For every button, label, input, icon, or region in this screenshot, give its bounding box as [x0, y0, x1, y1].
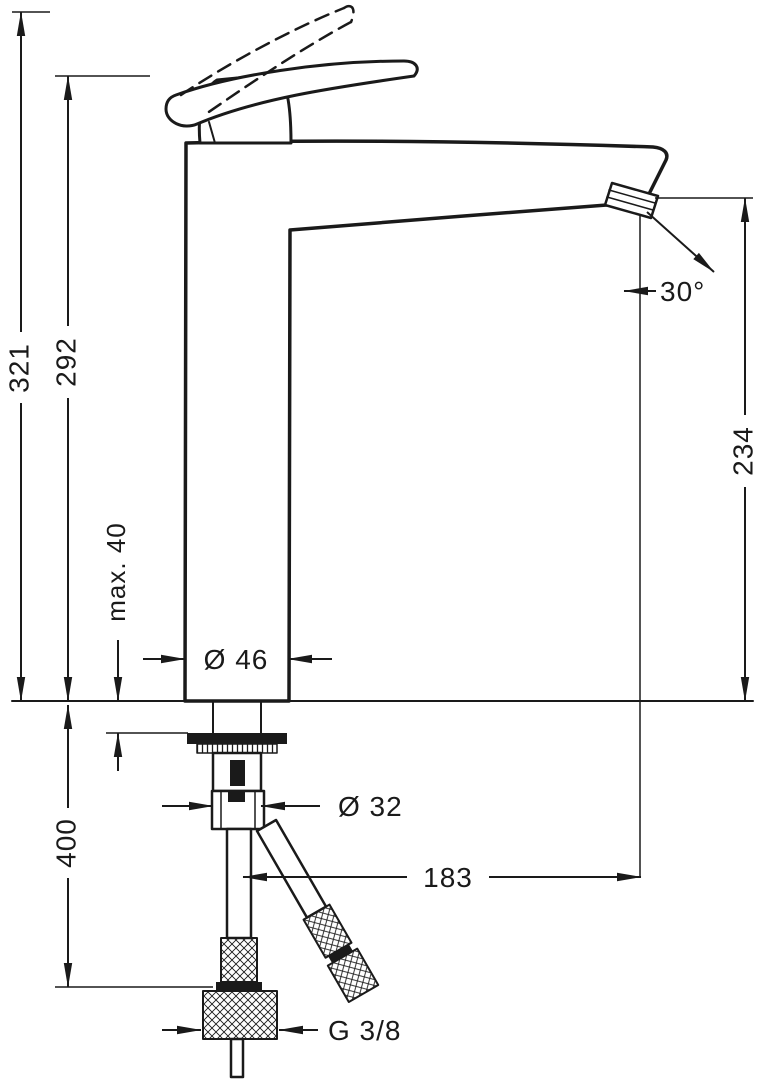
- raised-lever-bottom-edge: [201, 20, 353, 118]
- dim-max-deck-thickness: [106, 640, 188, 771]
- supply-hose-angled: [255, 818, 380, 1004]
- lever-handle: [164, 59, 419, 128]
- nut-slot: [228, 792, 245, 802]
- dimension-labels: 321 292 max. 40 Ø 46 234 30° 400 Ø 32 18…: [3, 276, 758, 1046]
- raised-lever-top-edge: [179, 6, 346, 97]
- outlet-angle-label: 30°: [660, 276, 705, 307]
- outlet-height-label: 234: [727, 426, 758, 476]
- shank-slot: [230, 760, 245, 786]
- hose-nut-g38: [202, 990, 278, 1040]
- aerator-detail-lines: [606, 189, 656, 211]
- faucet-artwork: [11, 4, 754, 1079]
- hose-braid: [302, 903, 353, 959]
- hose-tube: [225, 827, 253, 940]
- hose-tube: [255, 818, 328, 919]
- serrated-washer: [196, 743, 278, 754]
- max-deck-thickness-label: max. 40: [101, 522, 131, 622]
- lever-handle-raised-dashed: [179, 4, 355, 118]
- shank-diameter-label: Ø 32: [338, 791, 403, 822]
- connection-length-label: 400: [50, 818, 81, 868]
- raised-lever-tip: [342, 4, 355, 24]
- faucet-body-and-spout: [183, 139, 669, 703]
- dim-connection-length: [55, 704, 213, 988]
- dim-total-height: [12, 11, 50, 702]
- hose-braid: [220, 937, 258, 983]
- dim-handle-height: [55, 75, 150, 702]
- dimension-annotations: [12, 11, 753, 1035]
- mounting-flange: [187, 733, 287, 744]
- hose-connector: [326, 947, 380, 1004]
- hose-thread-label: G 3/8: [328, 1015, 401, 1046]
- hose-end-tube: [229, 1037, 245, 1079]
- total-height-label: 321: [3, 343, 34, 393]
- lever-joint-line: [208, 121, 216, 144]
- dim-outlet-height: [655, 197, 753, 702]
- hose-band: [216, 982, 262, 991]
- handle-height-label: 292: [50, 337, 81, 387]
- angle-flow-arrow: [646, 211, 715, 273]
- spout-reach-label: 183: [423, 862, 473, 893]
- dim-spout-reach: [242, 214, 642, 882]
- body-diameter-label: Ø 46: [204, 644, 269, 675]
- supply-hose-vertical: [202, 827, 278, 1079]
- hose-band: [328, 944, 353, 964]
